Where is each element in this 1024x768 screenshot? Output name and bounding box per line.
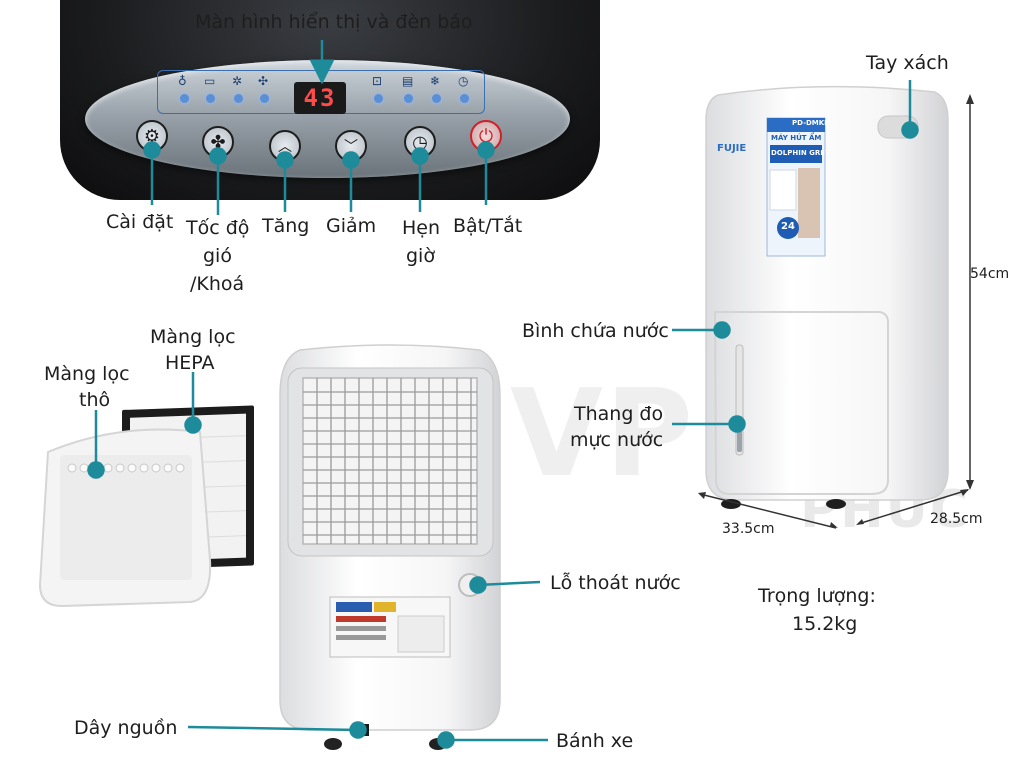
snow-icon: ❄ — [430, 74, 441, 88]
timer-small-icon: ◷ — [458, 74, 469, 88]
level-label-1: Thang đo — [574, 403, 664, 425]
drop-icon: ♁ — [178, 74, 187, 88]
front-view-unit — [705, 85, 949, 509]
height-value: 54cm — [970, 266, 1010, 282]
sticker-title1: MÁY HÚT ẨM — [771, 134, 822, 142]
fan-label-3: /Khoá — [190, 273, 245, 295]
indicator-led — [374, 94, 383, 103]
sun-icon: ✲ — [232, 74, 243, 88]
weight-value: 15.2kg — [792, 613, 858, 635]
tank-label: Bình chứa nước — [522, 320, 669, 342]
coarse-filter-label-1: Màng lọc — [44, 363, 130, 385]
back-view-unit — [279, 344, 501, 750]
chevron-up-icon: ︿ — [278, 139, 292, 155]
sticker-title2: DOLPHIN GREY — [771, 149, 831, 157]
coarse-filter — [38, 428, 212, 608]
settings-label: Cài đặt — [106, 211, 174, 233]
indicator-led — [180, 94, 189, 103]
level-label-2: mực nước — [570, 429, 664, 451]
warranty-badge: 24 — [781, 221, 795, 232]
indicator-led — [460, 94, 469, 103]
brand-logo: FUJIE — [717, 143, 747, 154]
hepa-filter-label-2: HEPA — [165, 352, 215, 374]
timer-label-1: Hẹn — [402, 217, 441, 239]
indicator-led — [432, 94, 441, 103]
filter-icon: ⊡ — [372, 74, 383, 88]
control-panel: ♁ ▭ ✲ ✣ ⊡ ▤ ❄ ◷ 43 ⚙ ✤ ︿ ﹀ ◷ ⏻ — [0, 0, 610, 205]
depth-value: 28.5cm — [930, 511, 983, 527]
weight-label: Trọng lượng: — [758, 585, 876, 607]
watermark-logo: VP — [510, 365, 695, 504]
cord-label: Dây nguồn — [74, 717, 178, 739]
indicator-led — [234, 94, 243, 103]
fan-label-2: gió — [203, 245, 232, 267]
fan-label-1: Tốc độ — [186, 217, 250, 239]
display-title: Màn hình hiển thị và đèn báo — [195, 11, 473, 33]
handle-label: Tay xách — [866, 52, 949, 74]
dry-icon: ▤ — [402, 74, 414, 88]
tank-icon: ▭ — [204, 74, 216, 88]
indicator-led — [260, 94, 269, 103]
drain-label: Lỗ thoát nước — [550, 572, 681, 594]
width-value: 33.5cm — [722, 521, 775, 537]
wheels-label: Bánh xe — [556, 730, 634, 752]
indicator-led — [206, 94, 215, 103]
chevron-down-icon: ﹀ — [344, 139, 358, 155]
sticker-model: PD-DMKE — [792, 119, 829, 127]
up-label: Tăng — [262, 215, 310, 237]
callout-drain — [469, 576, 541, 594]
callout-cord — [187, 721, 367, 739]
hepa-filter-label-1: Màng lọc — [150, 326, 236, 348]
power-label: Bật/Tắt — [453, 215, 523, 237]
fan-small-icon: ✣ — [258, 74, 269, 88]
timer-label-2: giờ — [406, 245, 435, 267]
coarse-filter-label-2: thô — [79, 389, 111, 411]
indicator-led — [404, 94, 413, 103]
depth-dimension — [857, 489, 969, 525]
down-label: Giảm — [326, 215, 377, 237]
width-dimension — [699, 493, 837, 529]
digital-display: 43 — [294, 82, 346, 114]
